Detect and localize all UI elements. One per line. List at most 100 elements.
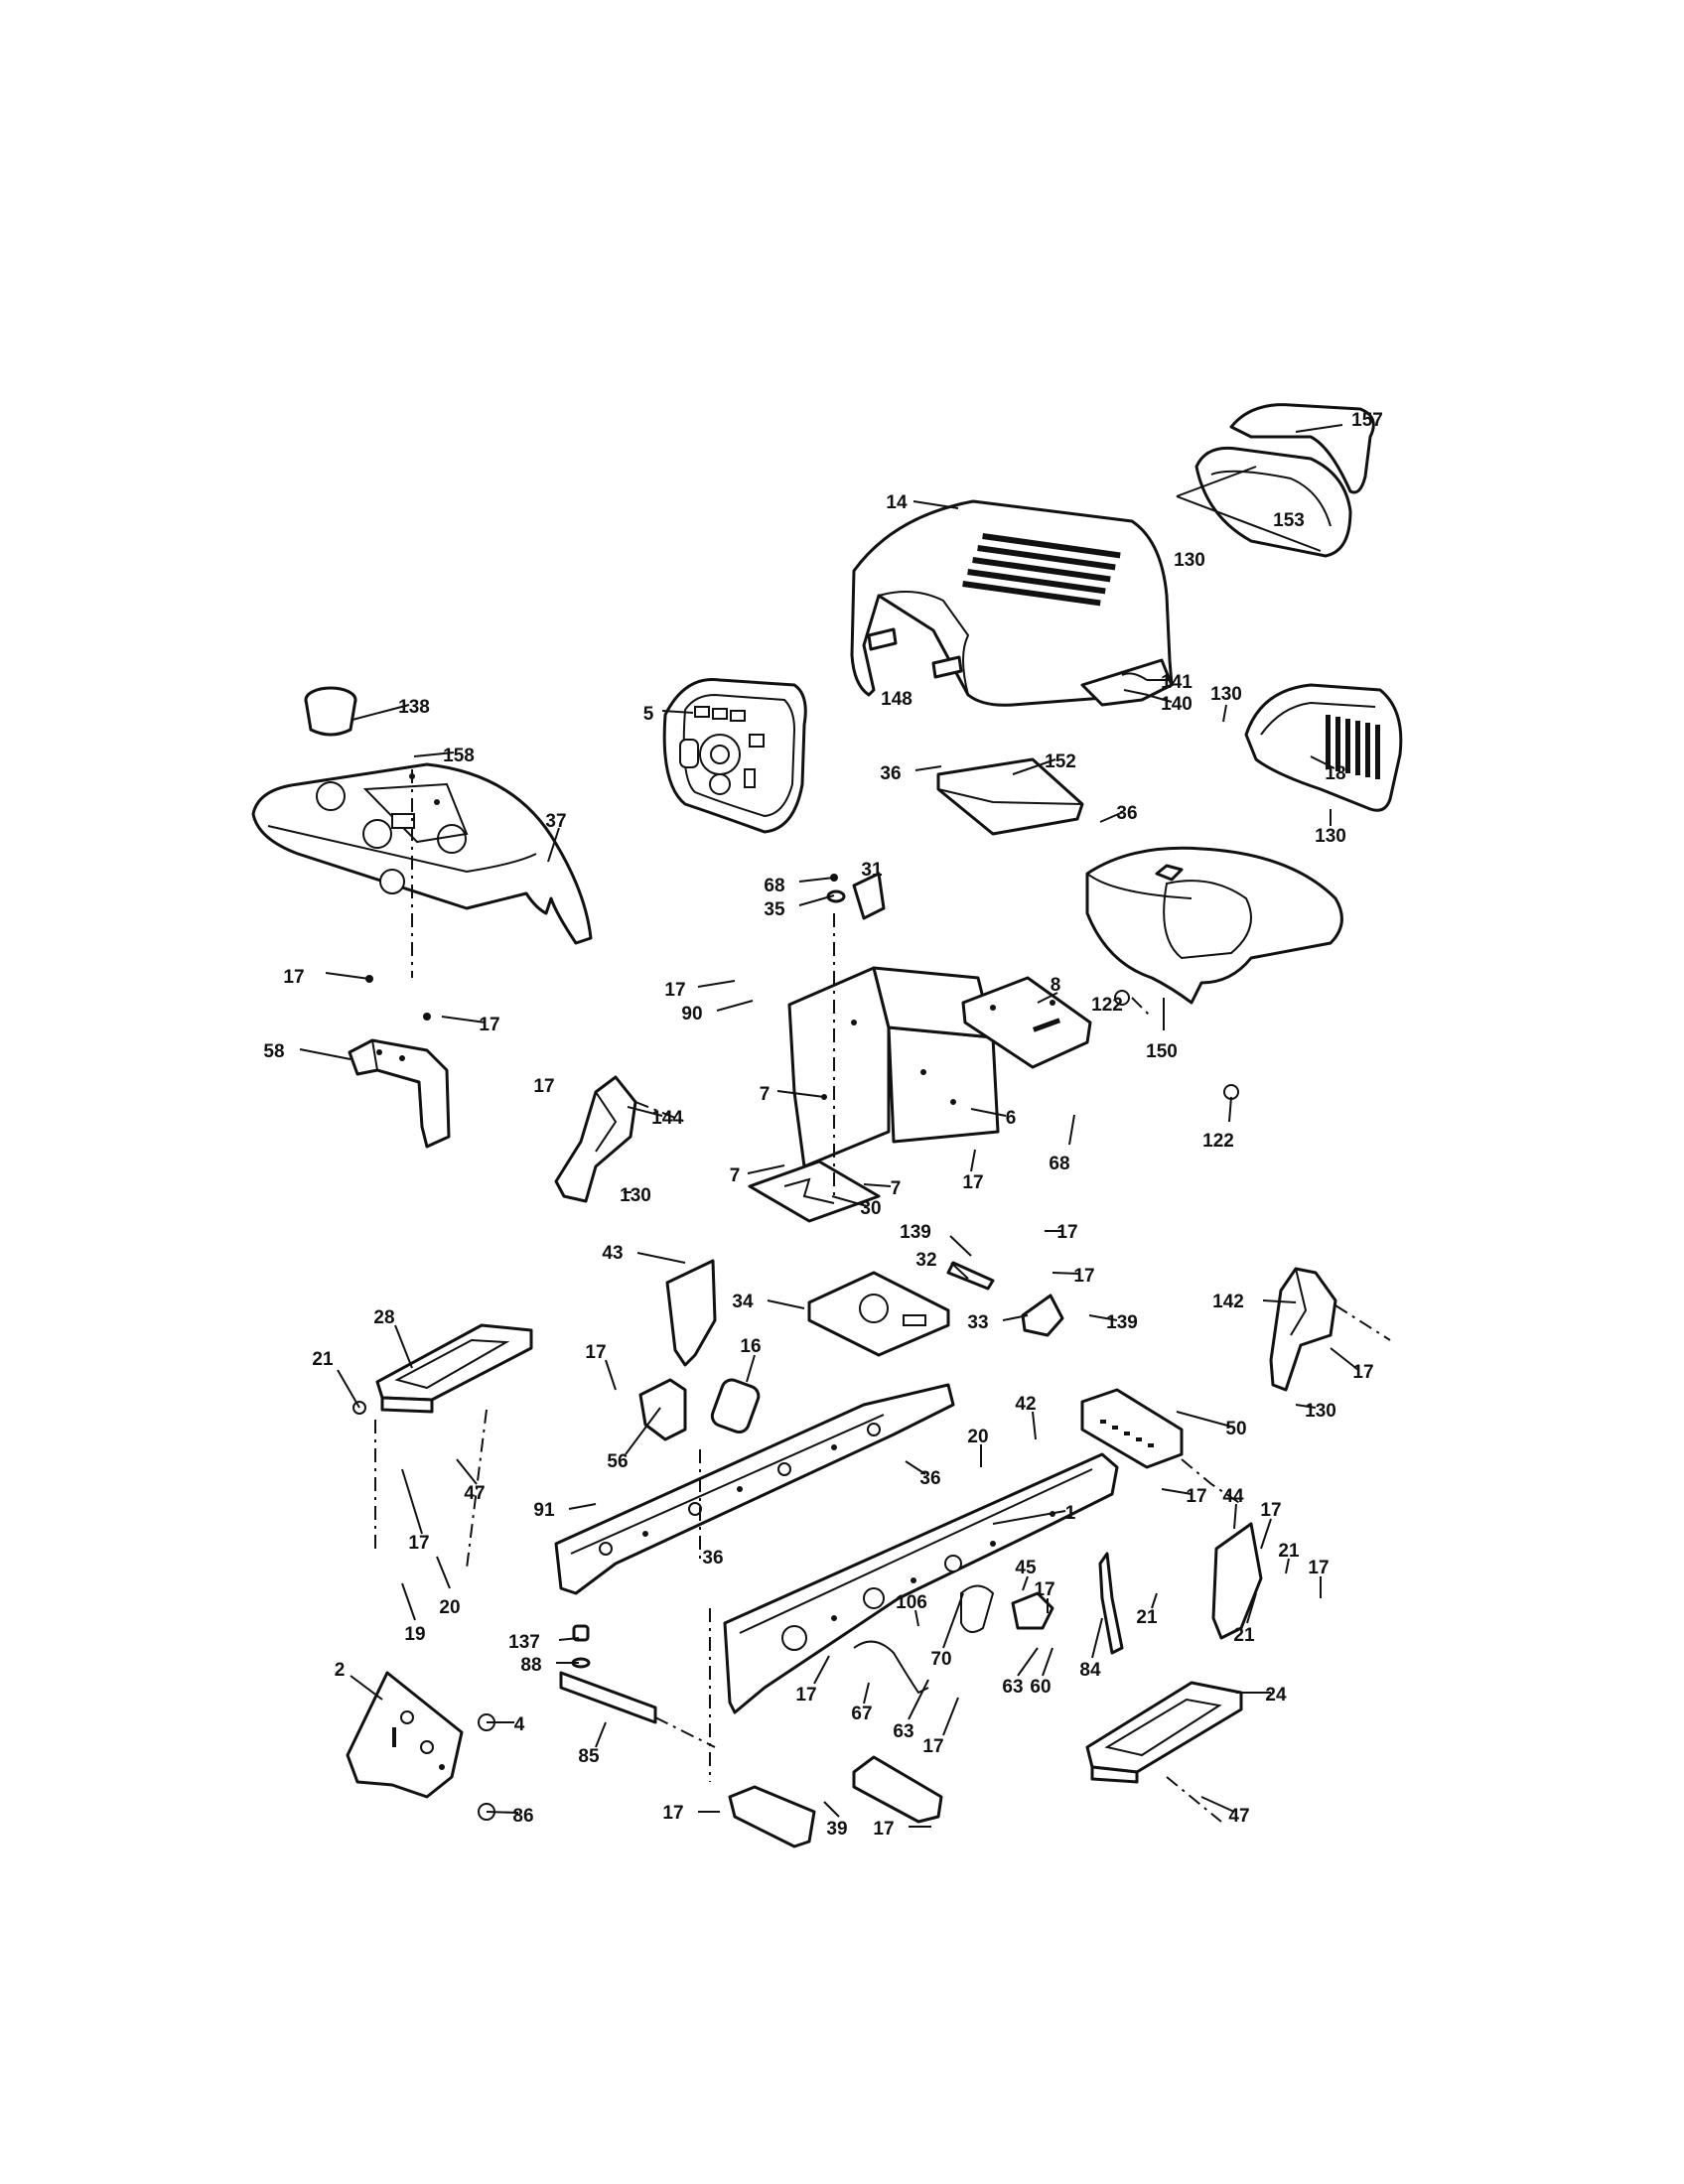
callout-44: 44 <box>1222 1486 1244 1507</box>
callout-leader-140 <box>1146 694 1173 703</box>
callout-90: 90 <box>681 1004 702 1024</box>
callout-84: 84 <box>1079 1660 1101 1681</box>
part-bracket-44 <box>1211 1522 1263 1640</box>
part-seat-pan <box>1085 846 1343 1005</box>
callout-140: 140 <box>1161 694 1193 715</box>
callout-leader-28 <box>394 1324 413 1369</box>
callout-leader-2 <box>350 1675 383 1701</box>
callout-17: 17 <box>408 1533 429 1554</box>
part-bracket-39b <box>852 1755 943 1824</box>
part-front-grille <box>1244 683 1403 812</box>
callout-42: 42 <box>1015 1394 1036 1415</box>
callout-leader-30 <box>831 1195 868 1207</box>
callout-153: 153 <box>1273 510 1305 531</box>
callout-130: 130 <box>620 1185 651 1206</box>
callout-19: 19 <box>404 1624 425 1645</box>
callout-leader-21 <box>1246 1592 1257 1624</box>
callout-36: 36 <box>702 1548 723 1569</box>
callout-50: 50 <box>1225 1419 1246 1439</box>
part-bracket-33 <box>1021 1294 1064 1337</box>
callout-leader-60 <box>1042 1647 1053 1677</box>
callout-150: 150 <box>1146 1041 1178 1062</box>
part-grille-frame <box>1194 446 1352 558</box>
callout-106: 106 <box>896 1592 927 1613</box>
callout-142: 142 <box>1212 1292 1244 1312</box>
part-dash-panel <box>662 677 807 834</box>
part-control-plate <box>961 976 1092 1069</box>
callout-86: 86 <box>512 1806 533 1827</box>
callout-14: 14 <box>886 492 908 513</box>
callout-36: 36 <box>1116 803 1137 824</box>
callout-leader-63 <box>908 1679 929 1720</box>
callout-leader-36 <box>914 765 942 771</box>
callout-leader-39 <box>823 1801 840 1818</box>
callout-35: 35 <box>764 899 785 920</box>
callout-8: 8 <box>1051 975 1061 996</box>
callout-leader-139 <box>1088 1314 1118 1321</box>
part-cup-holder <box>304 686 357 737</box>
callout-leader-86 <box>486 1811 519 1814</box>
callout-39: 39 <box>826 1819 847 1840</box>
callout-17: 17 <box>795 1685 816 1706</box>
callout-34: 34 <box>732 1292 754 1312</box>
callout-leader-58 <box>299 1048 351 1060</box>
callout-17: 17 <box>664 980 685 1001</box>
callout-leader-16 <box>746 1354 756 1383</box>
callout-5: 5 <box>643 704 654 725</box>
part-footrest-left <box>375 1323 533 1414</box>
part-support-frame <box>787 966 1000 1168</box>
callout-leader-5 <box>661 710 694 714</box>
callout-141: 141 <box>1161 672 1193 693</box>
callout-leader-68 <box>1068 1114 1075 1146</box>
callout-137: 137 <box>508 1632 540 1653</box>
callout-63: 63 <box>893 1721 913 1742</box>
callout-158: 158 <box>443 746 475 766</box>
callout-leader-17 <box>325 972 370 980</box>
callout-leader-17 <box>697 980 736 988</box>
callout-leader-47 <box>1200 1796 1235 1813</box>
callout-6: 6 <box>1006 1108 1017 1129</box>
callout-17: 17 <box>1260 1500 1281 1521</box>
callout-43: 43 <box>602 1243 623 1264</box>
callout-85: 85 <box>578 1746 600 1767</box>
callout-leader-17 <box>605 1359 617 1391</box>
callout-7: 7 <box>760 1084 771 1105</box>
callout-17: 17 <box>1308 1558 1329 1578</box>
callout-leader-90 <box>716 1000 754 1012</box>
callout-17: 17 <box>1073 1266 1094 1287</box>
callout-leader-137 <box>558 1637 580 1641</box>
callout-45: 45 <box>1015 1558 1037 1578</box>
part-bracket-31 <box>852 872 886 920</box>
part-cable-67 <box>853 1640 929 1695</box>
callout-leader-36 <box>1099 811 1124 823</box>
callout-leader-17 <box>441 1016 487 1024</box>
part-bracket-142 <box>1269 1267 1337 1392</box>
callout-58: 58 <box>263 1041 284 1062</box>
callout-leader-50 <box>1176 1411 1232 1428</box>
callout-leader-106 <box>914 1609 919 1627</box>
callout-17: 17 <box>585 1342 606 1363</box>
callout-leader-21 <box>337 1369 360 1409</box>
callout-leader-45 <box>1022 1575 1029 1591</box>
callout-1: 1 <box>1065 1503 1076 1524</box>
callout-leader-56 <box>625 1407 661 1455</box>
callout-17: 17 <box>283 967 304 988</box>
callout-leader-34 <box>767 1299 805 1309</box>
callout-36: 36 <box>880 763 901 784</box>
callout-30: 30 <box>860 1198 881 1219</box>
part-bracket-50 <box>1080 1388 1184 1469</box>
part-bracket-45 <box>1011 1591 1054 1630</box>
callout-17: 17 <box>1186 1486 1206 1507</box>
callout-139: 139 <box>1106 1312 1138 1333</box>
callout-144: 144 <box>651 1108 683 1129</box>
callout-leader-17 <box>1260 1518 1272 1550</box>
callout-91: 91 <box>533 1500 555 1521</box>
callout-7: 7 <box>891 1178 902 1199</box>
callout-leader-152 <box>1012 758 1056 775</box>
callout-leader-17 <box>401 1468 423 1535</box>
callout-88: 88 <box>520 1655 541 1676</box>
callout-leader-130 <box>1295 1404 1317 1409</box>
callout-67: 67 <box>851 1704 872 1724</box>
